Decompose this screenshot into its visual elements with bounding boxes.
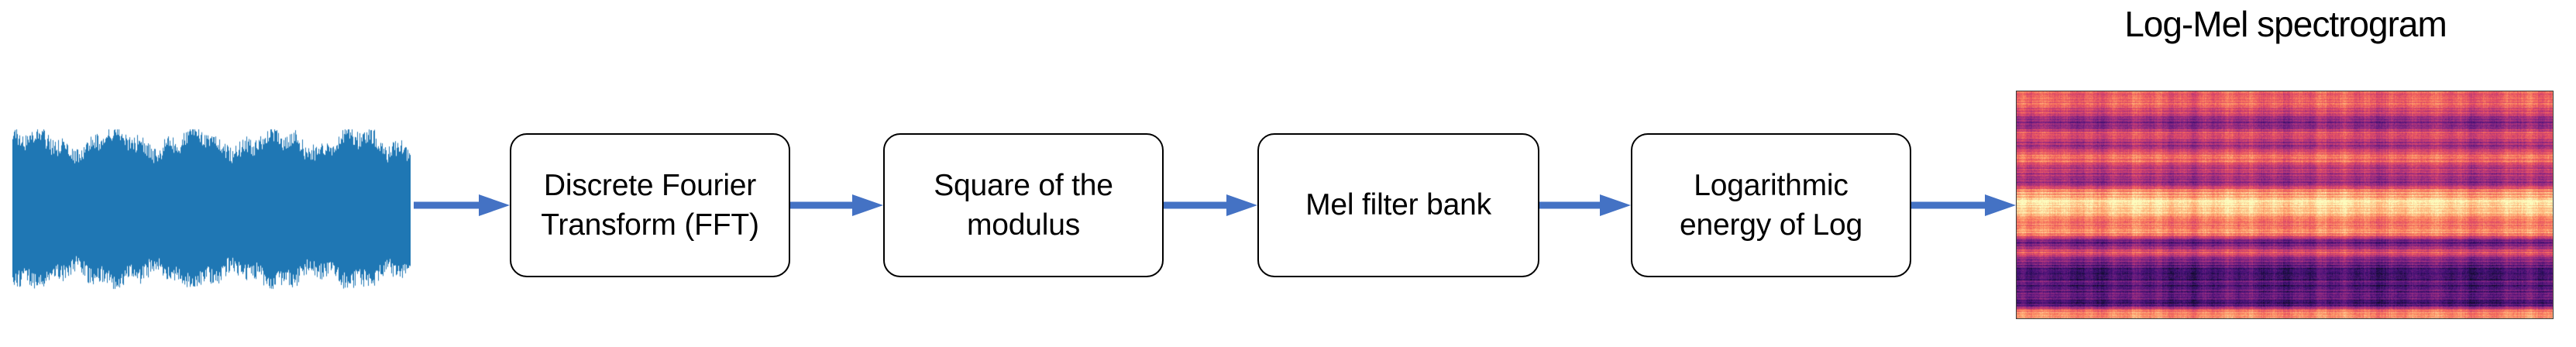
box-logarithmic-energy-of-log[interactable]: Logarithmic energy of Log <box>1631 133 1911 277</box>
arrow-waveform-to-fft <box>414 190 510 221</box>
box-square-of-the-modulus[interactable]: Square of the modulus <box>883 133 1164 277</box>
spectrogram-title: Log-Mel spectrogram <box>2124 4 2447 44</box>
arrow-mel-to-log <box>1539 190 1631 221</box>
box-mel-filter-bank[interactable]: Mel filter bank <box>1257 133 1539 277</box>
pipeline-box-label: Square of the modulus <box>934 168 1113 242</box>
pipeline-box-label: Logarithmic energy of Log <box>1680 168 1862 242</box>
spectrogram-image <box>2017 91 2553 318</box>
arrow-fft-to-square <box>790 190 883 221</box>
box-discrete-fourier-transform[interactable]: Discrete Fourier Transform (FFT) <box>510 133 790 277</box>
log-mel-spectrogram <box>2016 91 2554 319</box>
waveform-plot <box>12 129 411 290</box>
pipeline-box-label: Discrete Fourier Transform (FFT) <box>541 168 759 242</box>
arrow-square-to-mel <box>1164 190 1257 221</box>
input-audio-waveform <box>12 129 411 290</box>
pipeline-box-label: Mel filter bank <box>1305 188 1491 222</box>
arrow-log-to-spectrogram <box>1911 190 2016 221</box>
